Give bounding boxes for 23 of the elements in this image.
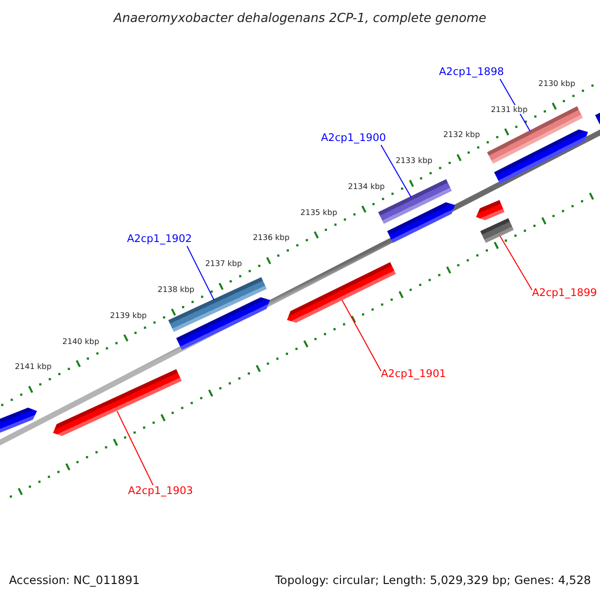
gene-bar: [476, 200, 505, 220]
gene-label: A2cp1_1900: [321, 132, 386, 145]
gene-label: A2cp1_1898: [439, 66, 504, 79]
title: Anaeromyxobacter dehalogenans 2CP-1, complete genome: [112, 10, 488, 25]
gene-bar: [494, 129, 588, 184]
gene-label: A2cp1_1899: [532, 287, 597, 300]
leader-line: [186, 246, 214, 300]
leader-line: [116, 410, 154, 486]
gene-label: A2cp1_1901: [381, 368, 446, 381]
gene-bar: [480, 218, 514, 243]
gene-label: A2cp1_1903: [128, 485, 193, 498]
gene-bar: [287, 262, 396, 323]
gene-bar: [487, 106, 583, 164]
genome-info-text: Topology: circular; Length: 5,029,329 bp; Genes: 4,528: [275, 574, 591, 588]
gene-bar: [0, 408, 37, 436]
gene-label: A2cp1_1902: [127, 233, 192, 246]
gene-bar: [176, 297, 270, 350]
gene-bar: [53, 369, 182, 436]
leader-line: [380, 144, 412, 198]
leader-line: [500, 236, 532, 290]
gene-bar: [387, 202, 455, 243]
accession-text: Accession: NC_011891: [9, 574, 140, 588]
leader-line: [342, 300, 382, 372]
